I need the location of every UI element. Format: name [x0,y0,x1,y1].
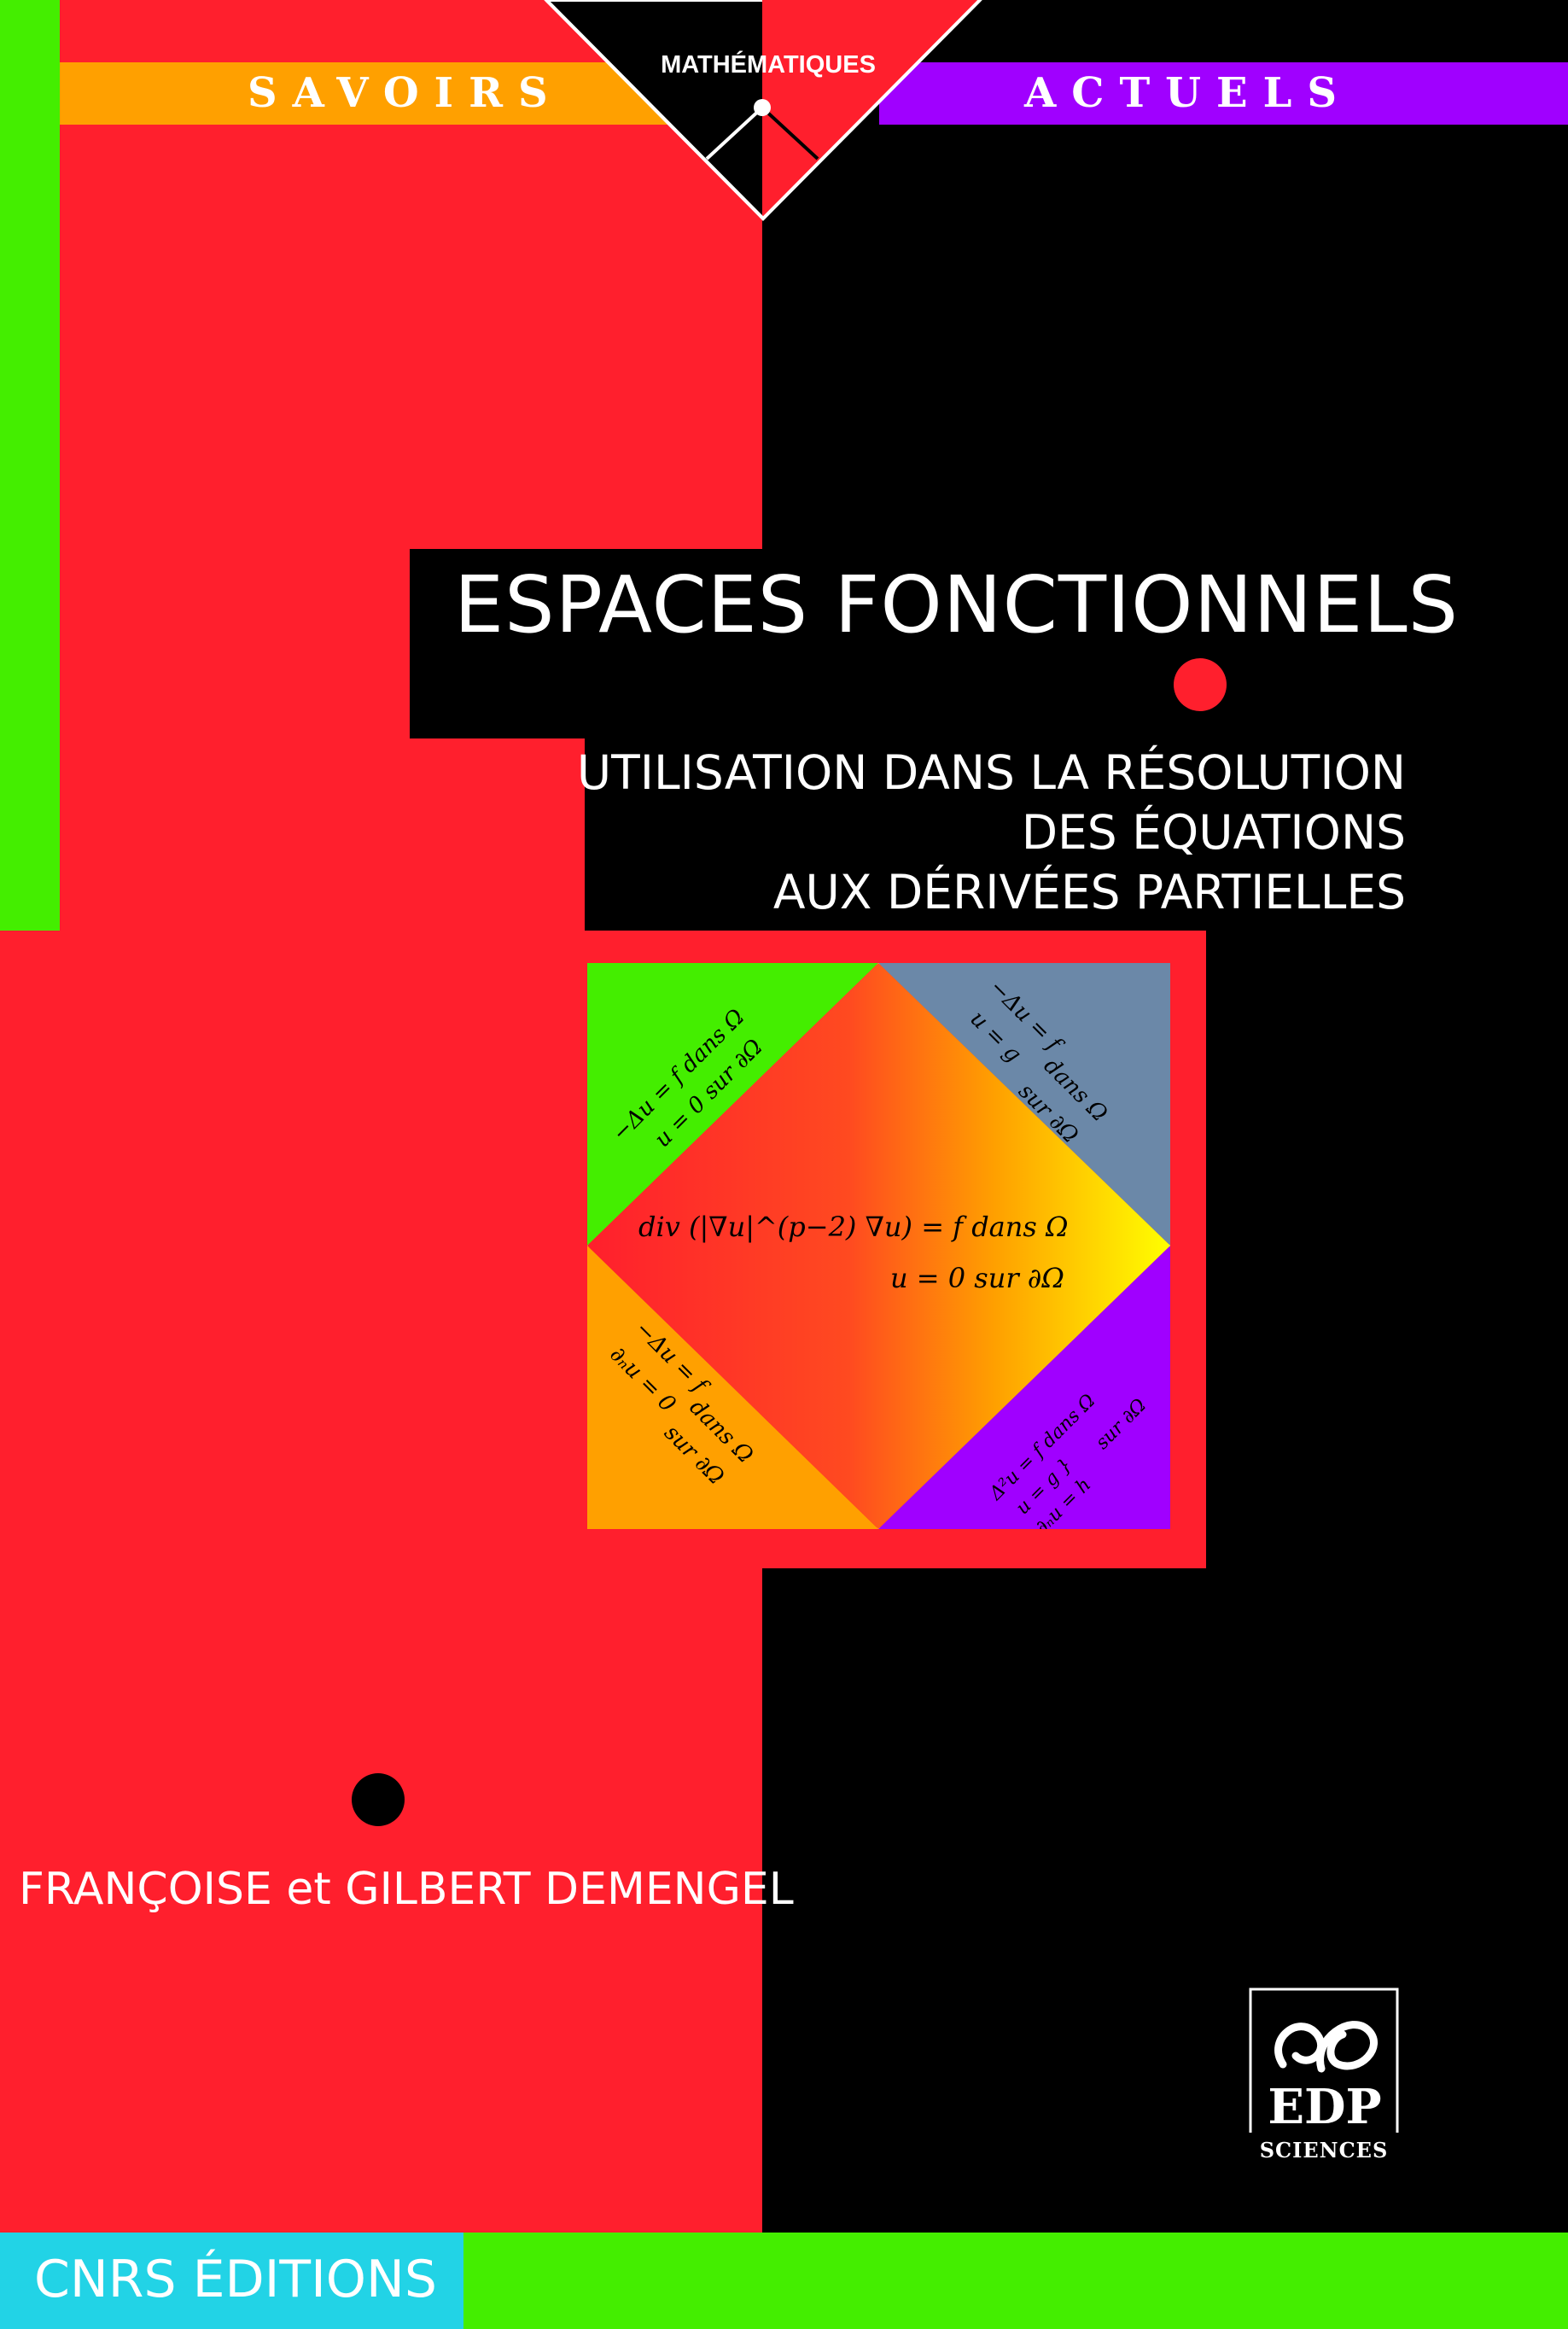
edp-monogram [1274,2021,1378,2073]
series-subject: MATHÉMATIQUES [661,51,876,79]
subtitle-panel [585,738,1451,931]
cnrs-editions-label: CNRS ÉDITIONS [34,2250,437,2309]
subtitle-line-1: UTILISATION DANS LA RÉSOLUTION [576,745,1406,800]
subtitle-line-2: DES ÉQUATIONS [1021,805,1406,860]
edp-logo-text: EDP [1268,2079,1382,2135]
center-equation-2: u = 0 sur ∂Ω [890,1262,1064,1294]
emblem-right-stroke [761,106,819,161]
series-label-actuels: ACTUELS [1024,69,1353,117]
emblem-dot [754,99,771,116]
black-dot-ornament [352,1773,405,1826]
emblem-left-stroke [705,106,764,161]
center-equation-1: div (|∇u|^(p−2) ∇u) = f dans Ω [638,1211,1068,1243]
title-panel [410,549,1178,738]
authors: FRANÇOISE et GILBERT DEMENGEL [19,1864,794,1915]
edp-logo-subtext: SCIENCES [1259,2138,1389,2163]
subtitle-line-3: AUX DÉRIVÉES PARTIELLES [772,865,1406,919]
publisher-bar [0,2233,463,2329]
series-bar-right [879,62,1568,125]
series-emblem [544,0,982,221]
green-side-strip [0,0,60,931]
red-dot-ornament [1174,658,1227,711]
series-label-savoirs: SAVOIRS [248,69,563,117]
center-diamond [587,963,1170,1529]
edp-sciences-logo [1249,1988,1399,2167]
book-title: ESPACES FONCTIONNELS [454,559,1460,651]
series-bar-left [60,62,691,125]
equation-diagram: div (|∇u|^(p−2) ∇u) = f dans Ω u = 0 sur… [587,963,1170,1529]
green-bottom-bar [463,2233,1568,2329]
